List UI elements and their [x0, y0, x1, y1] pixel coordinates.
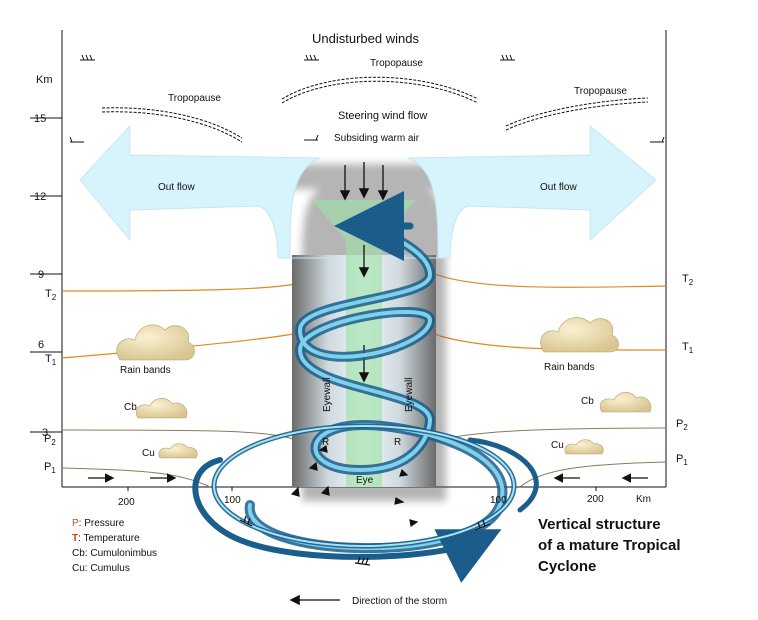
y-tick-12: 12	[34, 191, 46, 203]
legend-cumulus: Cu: Cumulus	[72, 563, 130, 574]
warm-core	[312, 200, 416, 487]
x-tick-200-left: 200	[118, 497, 135, 508]
y-tick-6: 6	[38, 339, 44, 351]
label-p2-left: P2	[44, 433, 56, 447]
rainbands-label-left: Rain bands	[120, 365, 171, 376]
cu-label-left: Cu	[142, 448, 155, 459]
tropopause-label-left: Tropopause	[168, 93, 221, 104]
legend: P: Pressure T: Temperature Cb: Cumulonim…	[72, 518, 157, 574]
y-tick-15: 15	[34, 113, 46, 125]
rainband-cloud-left	[116, 324, 195, 361]
cb-cloud-right	[599, 391, 652, 413]
steering-wind-label: Steering wind flow	[338, 110, 427, 122]
label-p1-left: P1	[44, 461, 56, 475]
r-label-left: R	[322, 437, 329, 448]
wind-barbs-lower	[239, 444, 491, 566]
y-axis-labels: Km 15 12 9 6 3	[34, 74, 53, 439]
storm-direction-label: Direction of the storm	[352, 596, 447, 607]
cb-cloud-left	[135, 397, 188, 419]
tropopause-label-center: Tropopause	[370, 58, 423, 69]
tropopause-lines	[101, 76, 649, 143]
tropopause-label-right: Tropopause	[574, 86, 627, 97]
eyewall-label-left: Eyewall	[322, 378, 333, 412]
cu-label-right: Cu	[551, 440, 564, 451]
subsiding-air-label: Subsiding warm air	[334, 133, 420, 144]
label-t1-right: T1	[682, 341, 694, 355]
undisturbed-winds-label: Undisturbed winds	[312, 31, 419, 46]
x-tick-200-right: 200	[587, 494, 604, 505]
legend-cumulonimbus: Cb: Cumulonimbus	[72, 548, 157, 559]
eye-label: Eye	[356, 475, 374, 486]
isobar-p1-right	[519, 461, 667, 488]
title-line-2: of a mature Tropical	[538, 537, 681, 554]
spiral-bands	[192, 191, 539, 583]
outflow-label-left: Out flow	[158, 182, 195, 193]
cu-cloud-left	[158, 443, 198, 459]
label-t2-left: T2	[45, 288, 57, 302]
label-p2-right: P2	[676, 418, 688, 432]
eyewall-label-right: Eyewall	[404, 378, 415, 412]
cu-cloud-right	[564, 439, 604, 455]
y-tick-9: 9	[38, 269, 44, 281]
x-tick-100-right: 100	[490, 495, 507, 506]
y-axis-unit: Km	[36, 74, 53, 86]
r-label-right: R	[394, 437, 401, 448]
cb-label-right: Cb	[581, 396, 594, 407]
diagram-title: Vertical structure of a mature Tropical …	[538, 516, 681, 575]
legend-temperature: T: Temperature	[72, 533, 140, 544]
label-p1-right: P1	[676, 453, 688, 467]
rainbands-label-right: Rain bands	[544, 362, 595, 373]
isobar-p1-left	[61, 467, 211, 488]
cb-label-left: Cb	[124, 402, 137, 413]
wind-barbs-upper	[69, 54, 665, 143]
legend-pressure: P: Pressure	[72, 518, 125, 529]
outflow-label-right: Out flow	[540, 182, 577, 193]
y-tick-3: 3	[42, 427, 48, 439]
rainband-cloud-right	[540, 317, 619, 353]
x-tick-100-left: 100	[224, 495, 241, 506]
label-t2-right: T2	[682, 273, 694, 287]
label-t1-left: T1	[45, 353, 57, 367]
clouds	[116, 317, 652, 459]
title-line-1: Vertical structure	[538, 516, 661, 533]
outflow-arrow	[79, 124, 657, 259]
title-line-3: Cyclone	[538, 558, 596, 575]
x-axis-unit: Km	[636, 494, 651, 505]
